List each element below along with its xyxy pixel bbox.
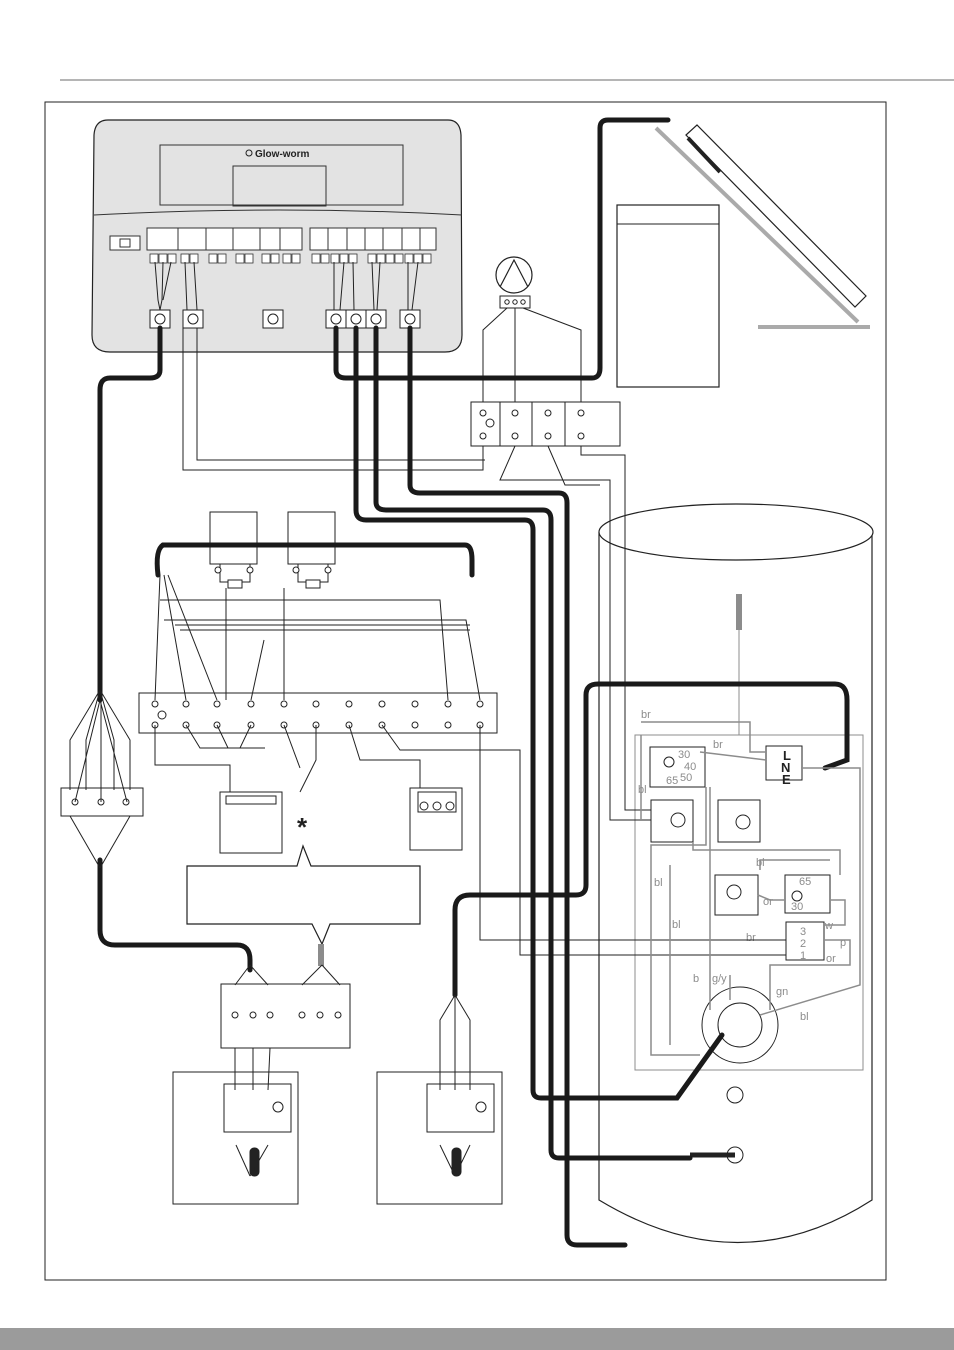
lower-junction-box [221,984,350,1048]
label-w: w [824,920,833,932]
label-bl-lower: bl [672,919,681,931]
label-gy: g/y [712,973,727,985]
callout-box [187,846,420,944]
controller-terminal-screws [150,254,431,263]
label-bl-right: bl [800,1011,809,1023]
zone-valves [210,512,335,588]
label-or-low: or [826,953,836,965]
fuse-holder [110,236,140,250]
brand-logo: Glow-worm [255,149,310,160]
term-3: 3 [800,926,806,938]
label-br-top: br [641,709,651,721]
earth-icon [486,419,494,427]
label-br-low: br [746,932,756,944]
spur-boxes [61,788,462,853]
thermostat-left [173,1072,298,1204]
dial2-65: 65 [799,876,811,888]
term-2: 2 [800,938,806,950]
label-br-right: br [713,739,723,751]
earth-icon-2 [158,711,166,719]
term-1: 1 [800,950,806,962]
junction-box [471,402,620,446]
solar-controller: Glow-worm [92,120,462,352]
dial2-30: 30 [791,901,803,913]
footer-bar [0,1328,954,1350]
dial1-65: 65 [666,775,678,787]
pump [496,257,532,308]
dial1-50: 50 [680,772,692,784]
controller-terminal-strip [147,228,436,250]
wiring-centre [139,693,497,733]
mains-E: E [782,772,791,787]
label-bl-low: bl [654,877,663,889]
display-panel [617,205,719,387]
label-bl-left: bl [638,784,647,796]
asterisk: * [297,812,308,842]
label-p: p [840,937,846,949]
thermostat-right [377,1072,502,1204]
label-b: b [693,973,699,985]
label-gn: gn [776,986,788,998]
dial1-30: 30 [678,749,690,761]
